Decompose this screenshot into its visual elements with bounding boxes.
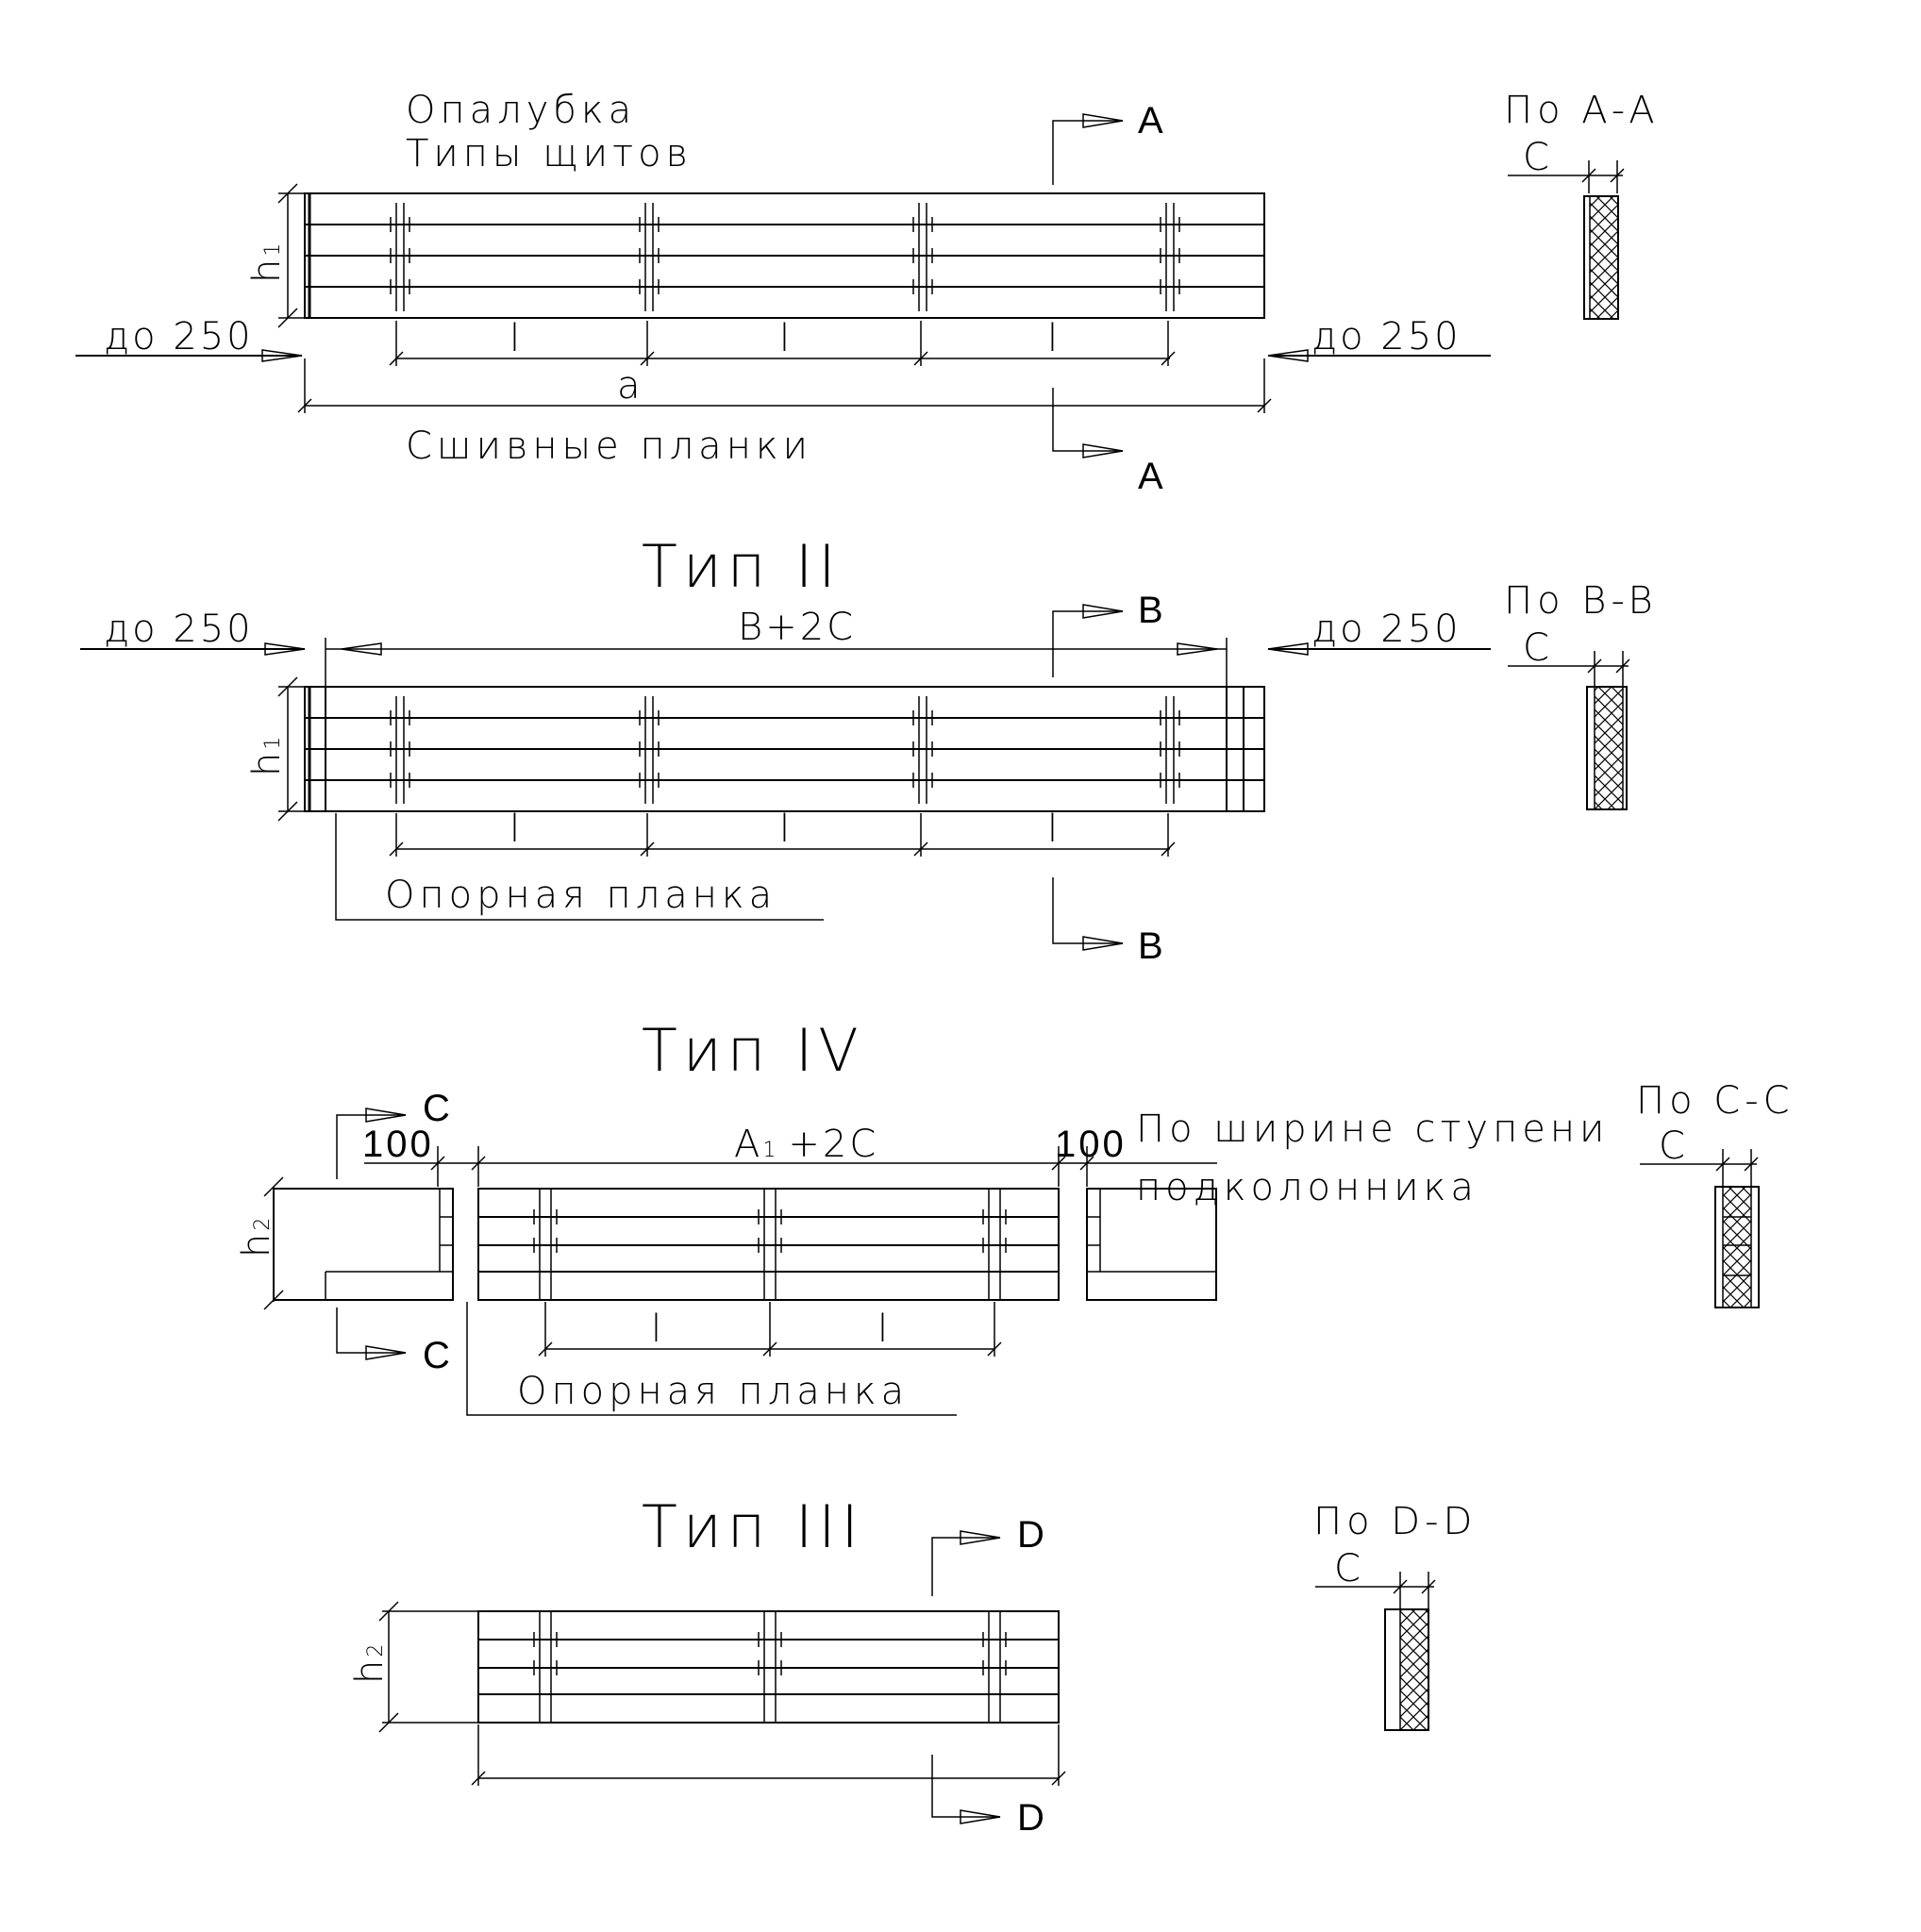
- up-to-250-label: до 250: [1311, 608, 1462, 651]
- hundred-right-label: 100: [1055, 1124, 1127, 1165]
- type2-title: Тип II: [642, 532, 842, 601]
- svg-text:B: B: [1138, 925, 1166, 967]
- h1-label: h1: [245, 241, 289, 283]
- type4-title: Тип IV: [642, 1016, 864, 1085]
- width-note-line2: подколонника: [1136, 1166, 1478, 1209]
- svg-text:D: D: [1017, 1514, 1047, 1556]
- b2c-dimension: B+2C: [325, 606, 1228, 687]
- support-board-label: Опорная планка: [385, 874, 777, 917]
- svg-text:B: B: [1138, 590, 1166, 631]
- section-mark-c-bottom: C: [336, 1307, 453, 1376]
- a1-2c-label: A1+2C: [734, 1123, 878, 1166]
- l-label: l: [509, 808, 523, 851]
- stitch-boards-type1: [390, 203, 1180, 311]
- l-label: l: [779, 808, 793, 851]
- l-label: l: [1047, 808, 1061, 851]
- l-label: l: [779, 317, 793, 360]
- a-dimension-type1: a: [297, 358, 1272, 413]
- svg-text:C: C: [1523, 136, 1554, 179]
- panel-type4: [477, 1188, 1060, 1301]
- l-label: l: [1047, 317, 1061, 360]
- a1-dimension-type4: 100 100 A1+2C: [362, 1123, 1217, 1187]
- svg-text:По A-A: По A-A: [1504, 89, 1660, 132]
- header-line2: Типы щитов: [406, 132, 693, 175]
- svg-text:A: A: [1138, 100, 1166, 142]
- section-cc: По C-C C: [1636, 1079, 1795, 1308]
- stitch-boards-type4: [533, 1189, 1007, 1300]
- section-mark-b-top: B: [1052, 590, 1166, 677]
- up-to-250-label: до 250: [104, 315, 254, 358]
- l-label: l: [651, 1307, 664, 1351]
- up-to-250-left-type1: до 250: [75, 315, 303, 362]
- section-bb: По B-B C: [1504, 579, 1658, 810]
- h1-label: h1: [245, 734, 289, 776]
- up-to-250-label: до 250: [104, 608, 254, 651]
- svg-text:C: C: [1523, 626, 1554, 670]
- section-mark-c-top: C: [336, 1088, 453, 1179]
- support-board-label: Опорная планка: [517, 1370, 909, 1413]
- up-to-250-label: до 250: [1311, 315, 1462, 358]
- section-aa: По A-A C: [1504, 89, 1660, 320]
- up-to-250-left-type2: до 250: [80, 608, 306, 656]
- svg-text:По C-C: По C-C: [1636, 1079, 1795, 1123]
- svg-text:D: D: [1017, 1797, 1047, 1839]
- section-mark-b-bottom: B: [1052, 877, 1166, 967]
- h1-dimension-type1: h1: [245, 183, 305, 328]
- svg-text:По B-B: По B-B: [1504, 579, 1658, 623]
- l-dimension-type2: l l l: [389, 808, 1176, 857]
- h2-label: h2: [348, 1641, 392, 1684]
- panel-type3: [477, 1610, 1060, 1724]
- svg-text:A: A: [1138, 456, 1166, 497]
- end-piece-right-type4: [1086, 1188, 1217, 1301]
- h2-dimension-type3: h2: [348, 1601, 478, 1733]
- width-dimension-type3: [471, 1724, 1066, 1786]
- svg-text:C: C: [423, 1088, 453, 1129]
- width-note-line1: По ширине ступени: [1136, 1108, 1609, 1151]
- b2c-label: B+2C: [738, 606, 856, 649]
- svg-text:C: C: [423, 1335, 453, 1376]
- support-board-leader-type2: Опорная планка: [335, 813, 824, 921]
- svg-text:C: C: [1659, 1124, 1690, 1168]
- panel-type2: [304, 686, 1265, 812]
- section-mark-a-bottom: A: [1052, 388, 1166, 497]
- h2-dimension-type4: h2: [235, 1176, 284, 1310]
- stitch-boards-type3: [533, 1611, 1007, 1723]
- a-label: a: [617, 364, 643, 408]
- up-to-250-right-type1: до 250: [1267, 315, 1491, 362]
- hundred-left-label: 100: [362, 1124, 434, 1165]
- stitch-boards-type2: [390, 696, 1180, 804]
- stitch-boards-label: Сшивные планки: [406, 425, 812, 468]
- l-dimension-type1: l l l: [389, 317, 1176, 366]
- section-mark-a-top: A: [1052, 100, 1166, 185]
- svg-text:C: C: [1334, 1547, 1365, 1591]
- section-mark-d-top: D: [931, 1514, 1047, 1596]
- l-label: l: [877, 1307, 891, 1351]
- h2-label: h2: [235, 1215, 278, 1257]
- section-mark-d-bottom: D: [931, 1755, 1047, 1839]
- panel-type1: [304, 192, 1265, 319]
- header-line1: Опалубка: [406, 89, 636, 132]
- l-label: l: [509, 317, 523, 360]
- type3-title: Тип III: [642, 1492, 864, 1561]
- up-to-250-right-type2: до 250: [1267, 608, 1491, 656]
- svg-text:По D-D: По D-D: [1313, 1500, 1477, 1543]
- l-dimension-type4: l l: [538, 1302, 1002, 1357]
- end-piece-left-type4: [273, 1188, 454, 1301]
- section-dd: По D-D C: [1313, 1500, 1477, 1731]
- h1-dimension-type2: h1: [245, 676, 305, 822]
- support-board-leader-type4: Опорная планка: [466, 1302, 957, 1416]
